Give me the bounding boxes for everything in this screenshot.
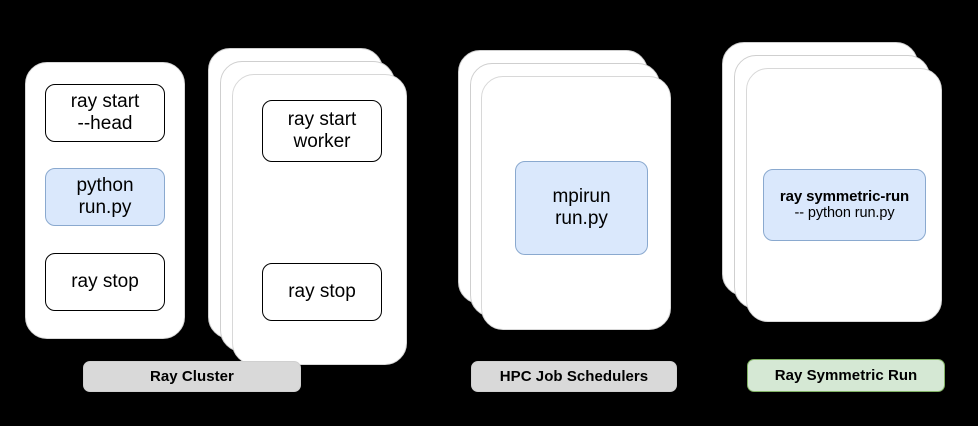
cmd-line-1: mpirun [552,185,611,207]
group-label-hpc: HPC Job Schedulers [471,361,677,392]
cmd-line-2: --head [77,113,133,134]
cmd-line-1: ray start [287,108,357,130]
cmd-line-2: run.py [555,208,608,229]
group-label-ray-symmetric-run: Ray Symmetric Run [747,359,945,392]
cmdbox-ray-start-head[interactable]: ray start --head [45,84,165,142]
cmd-line-1: ray symmetric-run [779,187,910,205]
group-label-ray-cluster: Ray Cluster [83,361,301,392]
cmdbox-python-runpy[interactable]: python run.py [45,168,165,226]
cmdbox-ray-start-worker[interactable]: ray start worker [262,100,382,162]
cmdbox-ray-stop-head[interactable]: ray stop [45,253,165,311]
group-label-text: Ray Symmetric Run [774,367,918,384]
cmdbox-ray-symmetric-run[interactable]: ray symmetric-run -- python run.py [763,169,926,241]
cmd-line-1: python [76,174,134,196]
cmd-line-2: run.py [78,197,132,218]
cmdbox-mpirun-runpy[interactable]: mpirun run.py [515,161,648,255]
cmd-line-1: ray stop [288,280,356,302]
cmd-line-1: ray stop [71,270,139,292]
cmd-line-1: ray start [70,90,140,112]
cmdbox-ray-stop-worker[interactable]: ray stop [262,263,382,321]
group-label-text: HPC Job Schedulers [499,368,649,385]
cmd-line-2: -- python run.py [794,205,895,222]
group-label-text: Ray Cluster [150,368,234,385]
cmd-line-2: worker [293,131,351,152]
